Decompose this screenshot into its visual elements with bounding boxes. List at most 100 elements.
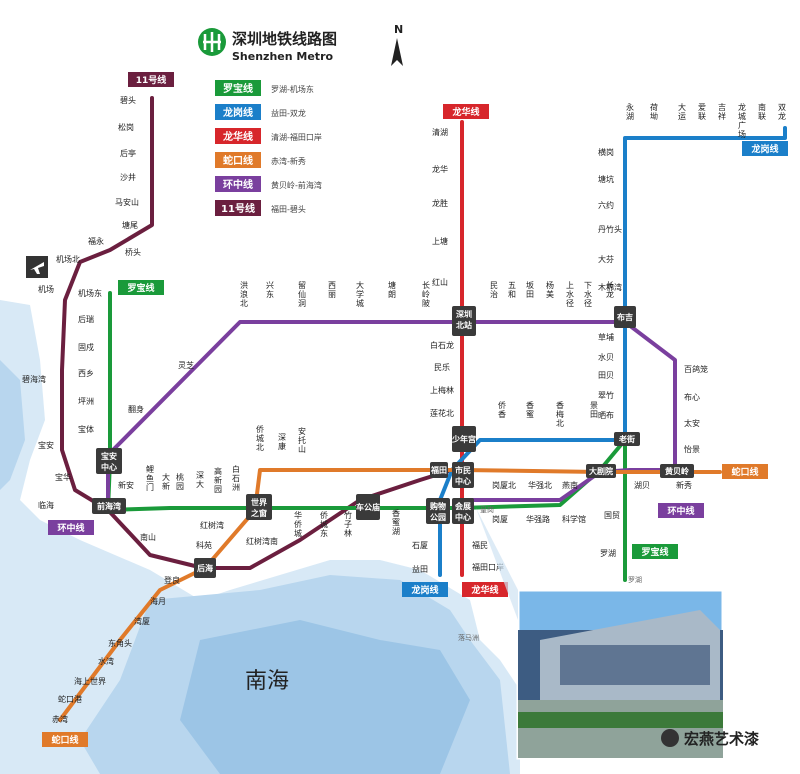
station-label: 鲤鱼门 — [146, 464, 154, 492]
interchange-label: 北站 — [456, 320, 472, 330]
station-label: 马安山 — [115, 197, 139, 207]
station-label: 杨美 — [546, 280, 554, 299]
station-label: 大芬 — [598, 254, 614, 264]
interchange-label: 大剧院 — [589, 466, 613, 476]
interchange-label: 福田 — [430, 465, 447, 475]
station-label: 龙城广场 — [738, 102, 746, 139]
station-label: 灵芝 — [178, 360, 194, 370]
station-label: 龙华 — [432, 164, 448, 174]
legend-item: 龙华线清湖-福田口岸 — [215, 128, 322, 144]
station-label: 红山 — [432, 277, 448, 287]
interchange-label: 中心 — [101, 462, 117, 472]
interchange-label: 黄贝岭 — [665, 466, 689, 476]
station-label: 清湖 — [432, 127, 448, 137]
station-label: 翻身 — [128, 404, 144, 414]
line-tag: 罗宝线 — [118, 280, 164, 295]
interchange-label: 少年宫 — [451, 434, 476, 444]
north-arrow-icon: N — [391, 23, 403, 66]
station-label: 机场北 — [56, 254, 80, 264]
line-tag-label: 龙华线 — [451, 106, 479, 118]
legend-item: 罗宝线罗湖-机场东 — [215, 80, 314, 96]
line-tag-label: 蛇口线 — [51, 734, 78, 746]
station-label: 蛇口港 — [58, 694, 82, 704]
station-label: 塘朗 — [388, 280, 396, 299]
station-label: 爱联 — [698, 103, 706, 121]
station-label: 碧头 — [120, 95, 136, 105]
station-label: 龙胜 — [432, 198, 448, 208]
legend-route: 清湖-福田口岸 — [271, 132, 322, 142]
station-label: 机场 — [38, 284, 54, 294]
legend-item: 11号线福田-碧头 — [215, 200, 306, 216]
legend-route: 益田-双龙 — [271, 108, 306, 118]
legend-line-name: 龙岗线 — [222, 106, 253, 119]
station-label: 民乐 — [434, 362, 450, 372]
line-tag-label: 龙岗线 — [410, 584, 438, 596]
interchange-station: 世界之窗 — [246, 494, 272, 520]
station-label: 深大 — [196, 471, 204, 489]
interchange-station: 市民中心 — [452, 462, 474, 488]
svg-text:N: N — [394, 23, 403, 36]
interchange-station: 车公庙 — [356, 494, 380, 520]
legend-line-name: 罗宝线 — [223, 82, 253, 95]
station-label: 双龙 — [778, 103, 786, 121]
station-label: 松岗 — [118, 122, 134, 132]
interchange-label: 老街 — [618, 434, 635, 444]
station-label: 科学馆 — [562, 514, 586, 524]
interchange-station: 后海 — [194, 558, 216, 578]
station-label: 荷坳 — [650, 102, 658, 121]
station-label: 白石龙 — [430, 340, 454, 350]
minor-label: 落马洲 — [458, 633, 479, 642]
station-label: 后亭 — [120, 148, 136, 158]
interchange-label: 深圳 — [456, 309, 472, 319]
line-tag: 龙华线 — [462, 582, 508, 597]
station-label: 华强路 — [526, 514, 550, 524]
line-tag: 罗宝线 — [632, 544, 678, 559]
interchange-label: 后海 — [197, 563, 213, 573]
station-label: 田贝 — [598, 371, 614, 380]
station-label: 燕南 — [562, 480, 578, 490]
interchange-label: 布吉 — [616, 312, 633, 322]
station-label: 香蜜湖 — [392, 508, 400, 536]
station-label: 沙井 — [120, 172, 136, 182]
line-tag-label: 11号线 — [136, 74, 167, 86]
station-label: 侨城北 — [256, 424, 264, 452]
station-label: 丹竹头 — [598, 224, 622, 234]
station-label: 草埔 — [598, 332, 614, 342]
interchange-label: 中心 — [455, 476, 471, 486]
station-label: 吉祥 — [718, 103, 726, 121]
interchange-station: 老街 — [614, 432, 640, 446]
legend-route: 黄贝岭-前海湾 — [271, 180, 322, 190]
station-label: 宝安 — [38, 440, 54, 450]
station-label: 留仙洞 — [298, 280, 306, 308]
line-tag: 蛇口线 — [722, 464, 768, 479]
station-label: 湾厦 — [134, 616, 150, 626]
station-label: 横岗 — [598, 147, 614, 157]
station-label: 民治 — [490, 281, 498, 299]
line-tag-label: 罗宝线 — [127, 282, 154, 294]
station-label: 大新 — [162, 472, 170, 491]
station-label: 南联 — [758, 102, 766, 121]
station-label: 湖贝 — [634, 481, 650, 490]
line-tag-label: 龙华线 — [470, 584, 498, 596]
legend-line-name: 蛇口线 — [223, 154, 253, 167]
station-label: 竹子林 — [344, 510, 352, 538]
interchange-label: 车公庙 — [356, 502, 380, 512]
interchange-label: 购物 — [430, 501, 446, 511]
station-label: 西乡 — [78, 369, 94, 378]
station-label: 水贝 — [598, 352, 614, 362]
station-label: 华侨城 — [294, 510, 302, 538]
interchange-station: 少年宫 — [451, 426, 476, 452]
station-label: 宝体 — [78, 424, 94, 434]
interchange-station: 会展中心 — [452, 498, 474, 524]
station-label: 坂田 — [526, 280, 534, 299]
interchange-label: 宝安 — [101, 451, 117, 461]
station-label: 高新园 — [214, 466, 222, 494]
station-label: 华强北 — [528, 480, 552, 490]
watermark-text: 宏燕艺术漆 — [684, 730, 759, 748]
interchange-station: 前海湾 — [92, 498, 126, 514]
station-label: 大运 — [678, 102, 686, 121]
station-label: 岗厦北 — [492, 481, 516, 490]
interchange-station: 布吉 — [614, 306, 636, 328]
station-label: 洪浪北 — [240, 280, 248, 308]
station-label: 红树湾 — [200, 520, 224, 530]
